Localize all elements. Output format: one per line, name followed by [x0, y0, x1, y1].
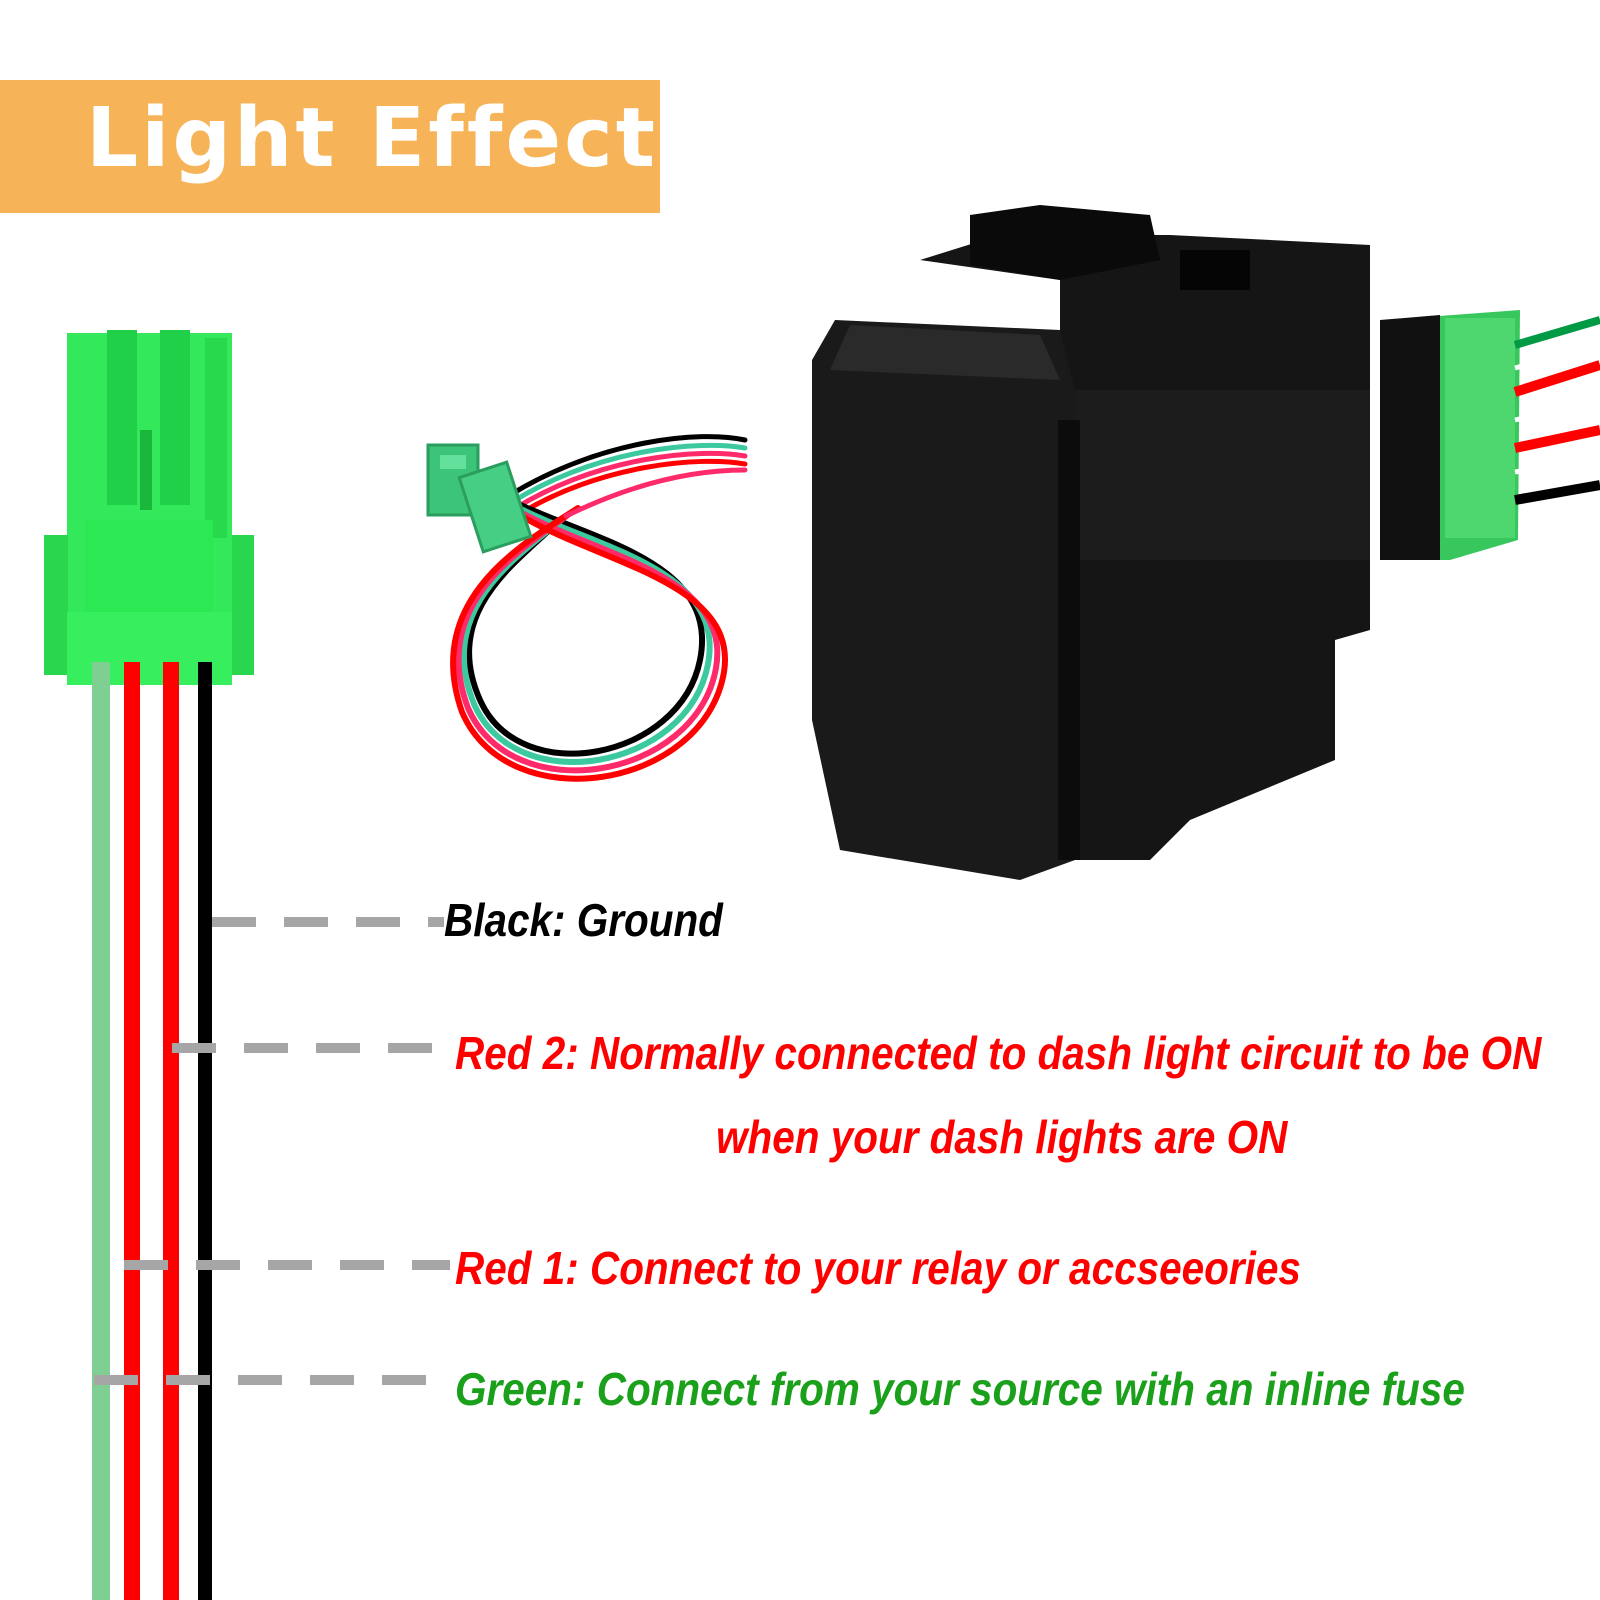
wire-red-1 [124, 662, 140, 1600]
wire-green [92, 662, 110, 1600]
banner-title: Light Effect [86, 91, 658, 186]
label-black-ground: Black: Ground [444, 894, 723, 946]
title-banner [0, 80, 660, 213]
wire-red-2 [163, 662, 179, 1600]
rocker-switch-icon [812, 205, 1600, 880]
wire-black [198, 662, 212, 1600]
label-green: Green: Connect from your source with an … [455, 1363, 1465, 1415]
label-red1: Red 1: Connect to your relay or accseeor… [455, 1242, 1301, 1294]
label-red2-line2: when your dash lights are ON [716, 1111, 1288, 1163]
label-red2-line1: Red 2: Normally connected to dash light … [455, 1027, 1542, 1079]
green-connector-icon [44, 330, 254, 685]
small-connector-icon [426, 443, 533, 554]
wire-bundle [92, 662, 212, 1600]
leader-lines [94, 917, 450, 1385]
wire-harness-icon [426, 434, 748, 782]
